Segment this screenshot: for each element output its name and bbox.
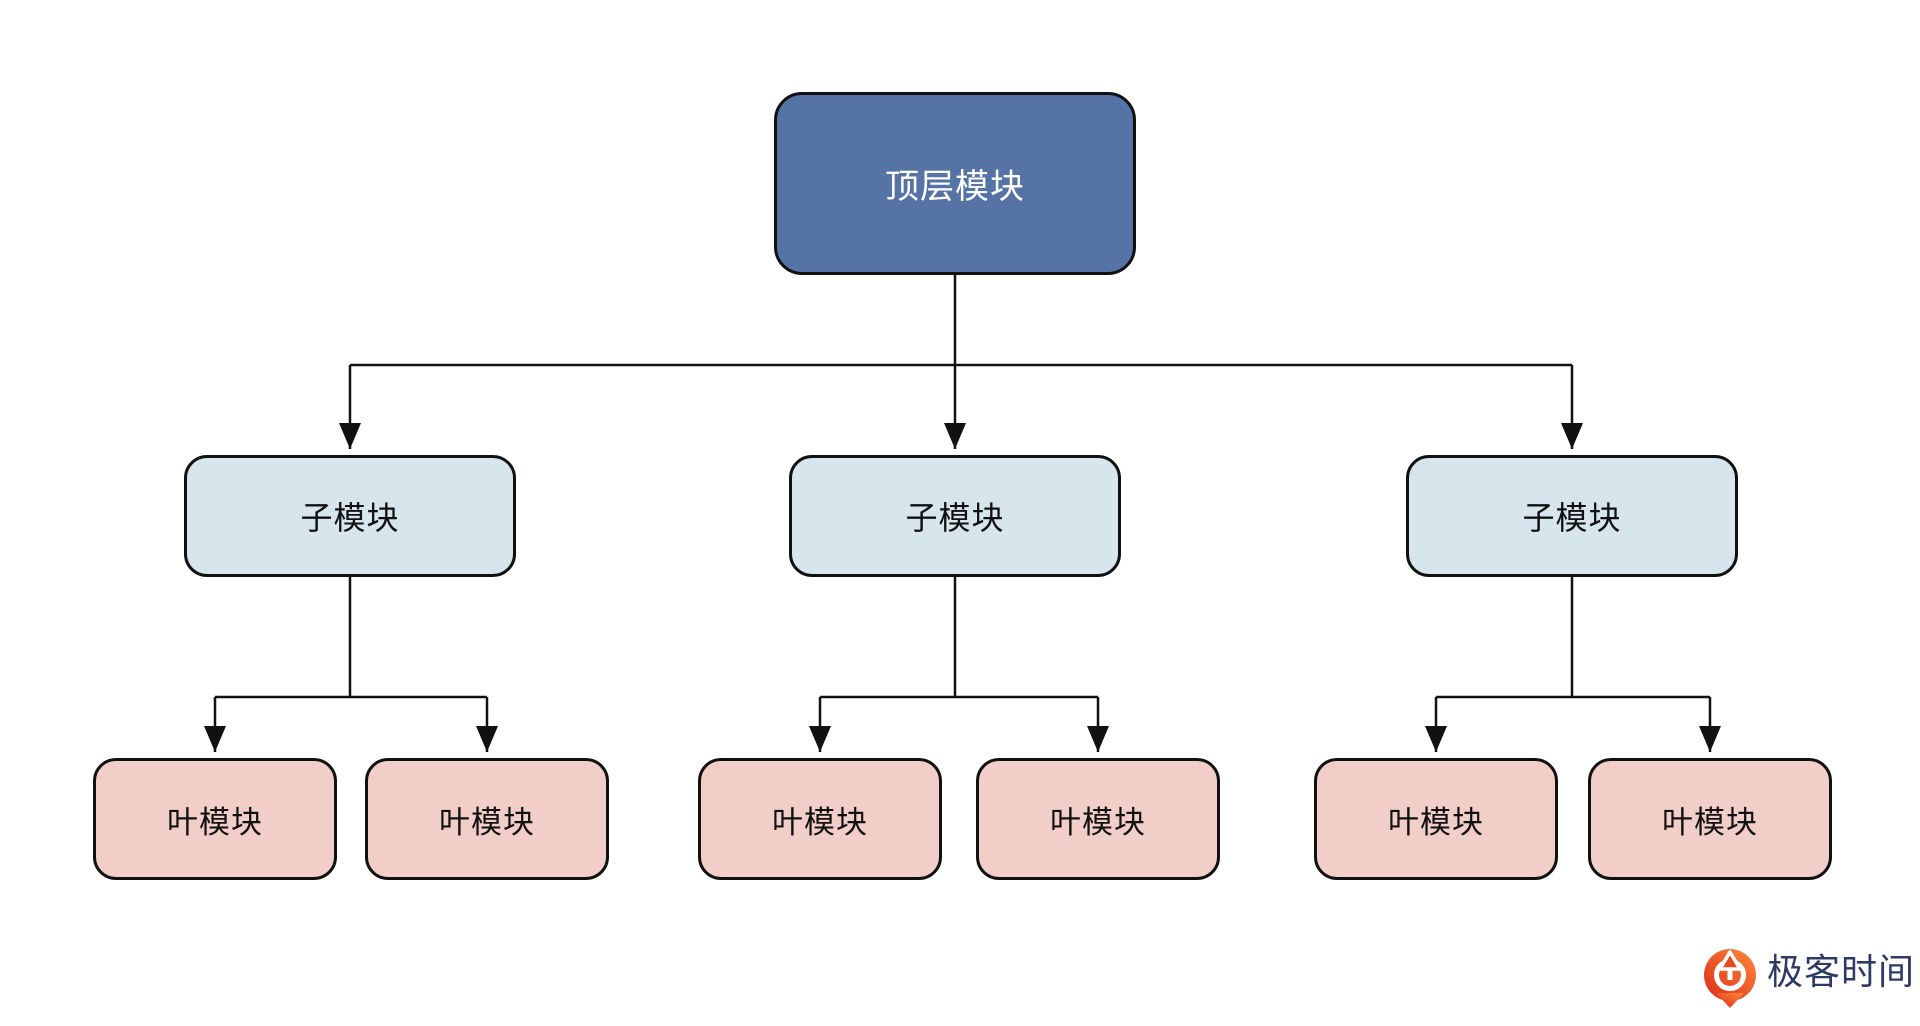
node-sub-module-1: 子模块 xyxy=(184,455,516,577)
node-leaf-module-1: 叶模块 xyxy=(93,758,337,880)
geektime-pin-icon xyxy=(1704,949,1756,1008)
node-top-module-label: 顶层模块 xyxy=(885,167,1025,207)
node-sub-module-2: 子模块 xyxy=(789,455,1121,577)
node-sub-module-1-label: 子模块 xyxy=(300,499,400,537)
edge-sub2-to-leaves xyxy=(809,577,1109,752)
edge-sub1-to-leaves xyxy=(204,577,498,752)
node-leaf-module-3-label: 叶模块 xyxy=(772,804,868,841)
node-leaf-module-6: 叶模块 xyxy=(1588,758,1832,880)
brand-text: 极客时间 xyxy=(1767,952,1916,993)
node-leaf-module-2: 叶模块 xyxy=(365,758,609,880)
node-sub-module-3: 子模块 xyxy=(1406,455,1738,577)
node-sub-module-3-label: 子模块 xyxy=(1522,499,1622,537)
node-sub-module-2-label: 子模块 xyxy=(905,499,1005,537)
node-leaf-module-6-label: 叶模块 xyxy=(1662,804,1758,841)
node-leaf-module-5: 叶模块 xyxy=(1314,758,1558,880)
edge-top-to-subs xyxy=(339,275,1583,449)
node-leaf-module-2-label: 叶模块 xyxy=(439,804,535,841)
node-leaf-module-4-label: 叶模块 xyxy=(1050,804,1146,841)
node-leaf-module-5-label: 叶模块 xyxy=(1388,804,1484,841)
node-top-module: 顶层模块 xyxy=(774,92,1136,275)
node-leaf-module-1-label: 叶模块 xyxy=(167,804,263,841)
node-leaf-module-4: 叶模块 xyxy=(976,758,1220,880)
edge-sub3-to-leaves xyxy=(1425,577,1721,752)
brand-watermark: 极客时间 xyxy=(1702,948,1915,1008)
node-leaf-module-3: 叶模块 xyxy=(698,758,942,880)
